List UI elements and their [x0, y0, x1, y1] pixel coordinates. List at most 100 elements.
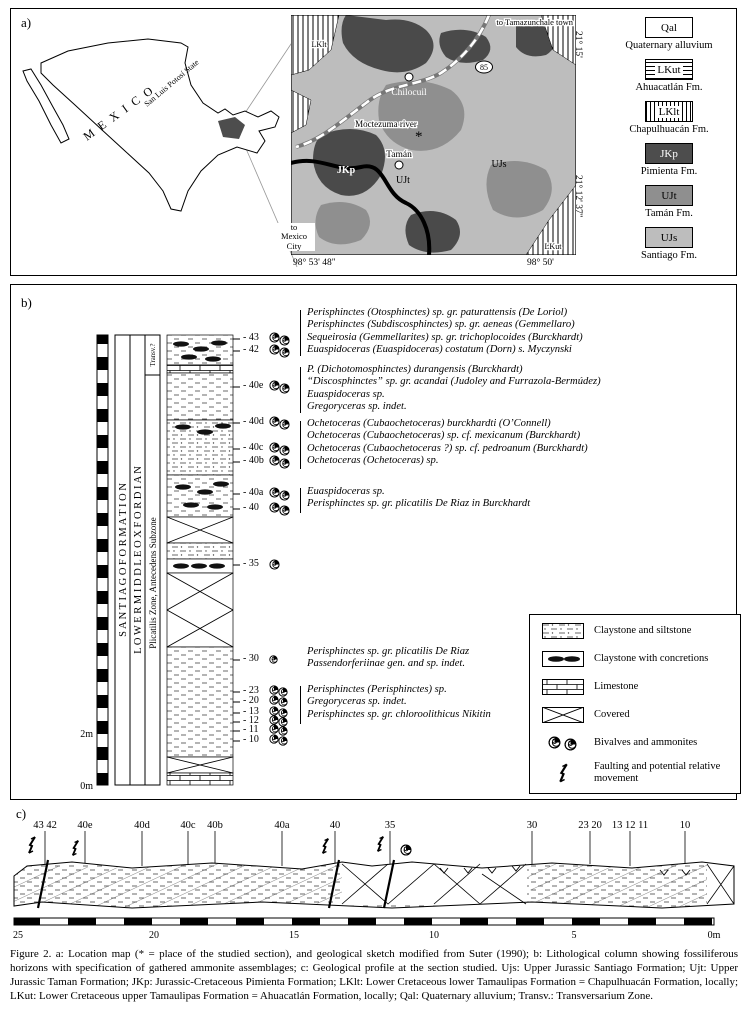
profile-scale-bar	[13, 917, 715, 926]
svg-text:40: 40	[330, 820, 341, 831]
legend-label: Claystone with concretions	[594, 653, 709, 665]
svg-text:40c: 40c	[180, 820, 196, 831]
jkp-label: JKp	[337, 165, 356, 176]
covered-zone	[342, 864, 527, 904]
species-line: Perisphinctes sp. gr. plicatilis De Riaz	[307, 646, 470, 657]
covered-swatch	[542, 707, 584, 723]
stage-label: L O W E R M I D D L E O X F O R D I A N	[133, 466, 144, 654]
species-line: Ochetoceras (Cubaochetoceras ?) sp. cf. …	[307, 442, 588, 454]
bracket-40a-40	[300, 488, 304, 513]
species-line: Ochetoceras (Cubaochetoceras) burckhardt…	[307, 418, 551, 429]
legend-code: LKut	[655, 63, 683, 76]
ammonite-icons	[269, 344, 291, 364]
chilocuil-town-dot	[404, 72, 414, 82]
profile-outline	[13, 861, 735, 909]
species-group-30: Perisphinctes sp. gr. plicatilis De Riaz…	[307, 646, 469, 671]
ujs-label: UJs	[491, 159, 506, 170]
svg-text:25: 25	[13, 930, 23, 941]
species-line: Perisphinctes sp. gr. plicatilis De Riaz…	[307, 498, 531, 510]
fault-icon	[376, 835, 385, 853]
level-label-30: 30	[243, 654, 259, 664]
figure-caption: Figure 2. a: Location map (* = place of …	[10, 948, 738, 1002]
marker-leader-lines	[44, 831, 686, 866]
coord-bottom-left: 98° 53' 48"	[293, 258, 336, 268]
legend-label: Quaternary alluvium	[625, 40, 713, 51]
moctezuma-river-line	[291, 158, 432, 255]
to-tamazunchale-label: to Tamazunchale town	[496, 17, 573, 27]
level-label-11: 11	[243, 725, 259, 735]
svg-text:13 12 11: 13 12 11	[612, 820, 648, 831]
species-group-40e: P. (Dichotomosphinctes) durangensis (Bur…	[307, 364, 601, 414]
river-label: Moctezuma river	[355, 119, 417, 129]
svg-text:5: 5	[572, 930, 577, 941]
taman-label: Tamán	[386, 150, 412, 160]
highway-number: 85	[480, 63, 488, 72]
legend-row-faulting: Faulting and potential relative movement	[542, 761, 730, 785]
species-line: Gregoryceras sp. indet.	[307, 696, 407, 708]
legend-code: Qal	[661, 21, 677, 34]
svg-text:30: 30	[527, 820, 538, 831]
legend-label: Santiago Fm.	[640, 250, 697, 262]
level-label-42: 42	[243, 345, 259, 355]
covered-cross-right	[706, 863, 735, 905]
legend-swatch-jkp: JKp	[645, 143, 693, 165]
svg-text:40b: 40b	[207, 820, 223, 831]
species-line: Perisphinctes sp. gr. chloroolithicus Ni…	[307, 708, 491, 720]
panel-b: b) 2m 0m S A N T I A G O F O R M A T I O…	[10, 284, 741, 800]
species-group-23-10: Perisphinctes (Perisphinctes) sp. Gregor…	[307, 684, 491, 721]
legend-swatch-ujt: UJt	[645, 185, 693, 207]
lithologic-column: 2m 0m S A N T I A G O F O R M A T I O N …	[80, 334, 240, 792]
legend-item-qal: Qal Quaternary alluvium	[605, 17, 733, 51]
legend-row-covered: Covered	[542, 707, 630, 723]
level-label-10: 10	[243, 735, 259, 745]
species-line: Euaspidoceras sp.	[307, 388, 385, 400]
mexico-outline-map: M E X I C O San Luis Potosí State	[22, 34, 298, 268]
geologic-sketch-map: 85 * to Tamazunchale town Chilocuil Moct…	[291, 15, 576, 255]
species-line: Perisphinctes (Subdiscosphinctes) sp. gr…	[307, 319, 575, 331]
to-mexico-city-label: to Mexico City	[273, 222, 315, 252]
legend-label: Pimienta Fm.	[640, 166, 698, 178]
strat-tracks	[114, 334, 161, 786]
legend-label: Limestone	[594, 681, 639, 693]
profile-scale-labels: 25 20 15 10 5 0m	[13, 930, 721, 941]
level-label-40e: 40e	[243, 381, 263, 391]
panel-c: c) 43 42 40e 40d 40c 40b 40a 40 35 30 23…	[10, 802, 740, 944]
species-line: Euaspidoceras (Euaspidoceras) costatum (…	[307, 344, 572, 356]
legend-code: JKp	[660, 147, 678, 160]
scale-2m-label: 2m	[80, 729, 93, 740]
studied-section-asterisk: *	[415, 129, 423, 145]
fault-icon	[71, 839, 80, 857]
claystone-swatch	[542, 623, 584, 639]
fault-icon	[321, 837, 330, 855]
ammonite-icon	[400, 844, 412, 856]
species-line: Euaspidoceras sp.	[307, 486, 385, 497]
species-line: Perisphinctes (Otosphinctes) sp. gr. pat…	[307, 307, 568, 318]
legend-swatch-lklt: LKlt	[645, 101, 693, 123]
bedding-left	[14, 863, 342, 908]
legend-label: Faulting and potential relative movement	[594, 761, 721, 784]
level-label-40d: 40d	[243, 417, 264, 427]
species-group-40d-40b: Ochetoceras (Cubaochetoceras) burckhardt…	[307, 418, 588, 468]
svg-text:15: 15	[289, 930, 299, 941]
inset-connector-line	[240, 34, 298, 120]
lk-hatched-areas	[291, 15, 576, 255]
ammonite-icons	[269, 502, 291, 522]
level-label-12: 12	[243, 716, 259, 726]
coord-right-bottom: 21° 12' 37"	[573, 175, 583, 218]
level-label-40c: 40c	[243, 443, 263, 453]
legend-code: UJt	[661, 189, 677, 202]
legend-swatch-lkut: LKut	[645, 59, 693, 81]
legend-row-fossils: Bivalves and ammonites	[542, 735, 697, 751]
legend-item-lklt: LKlt Chapulhuacán Fm.	[605, 101, 733, 135]
svg-text:10: 10	[429, 930, 439, 941]
scale-0m-label: 0m	[80, 781, 93, 792]
legend-row-concretions: Claystone with concretions	[542, 651, 708, 667]
meter-scale-bar	[96, 334, 109, 786]
svg-text:43 42: 43 42	[33, 820, 57, 831]
panel-c-label: c)	[16, 806, 27, 821]
level-label-40b: 40b	[243, 456, 264, 466]
species-line: Passendorferiinae gen. and sp. indet.	[307, 658, 466, 670]
legend-swatch-qal: Qal	[645, 17, 693, 38]
svg-text:10: 10	[680, 820, 691, 831]
zone-label: Plicatilis Zone, Antecedens Subzone	[148, 517, 158, 648]
